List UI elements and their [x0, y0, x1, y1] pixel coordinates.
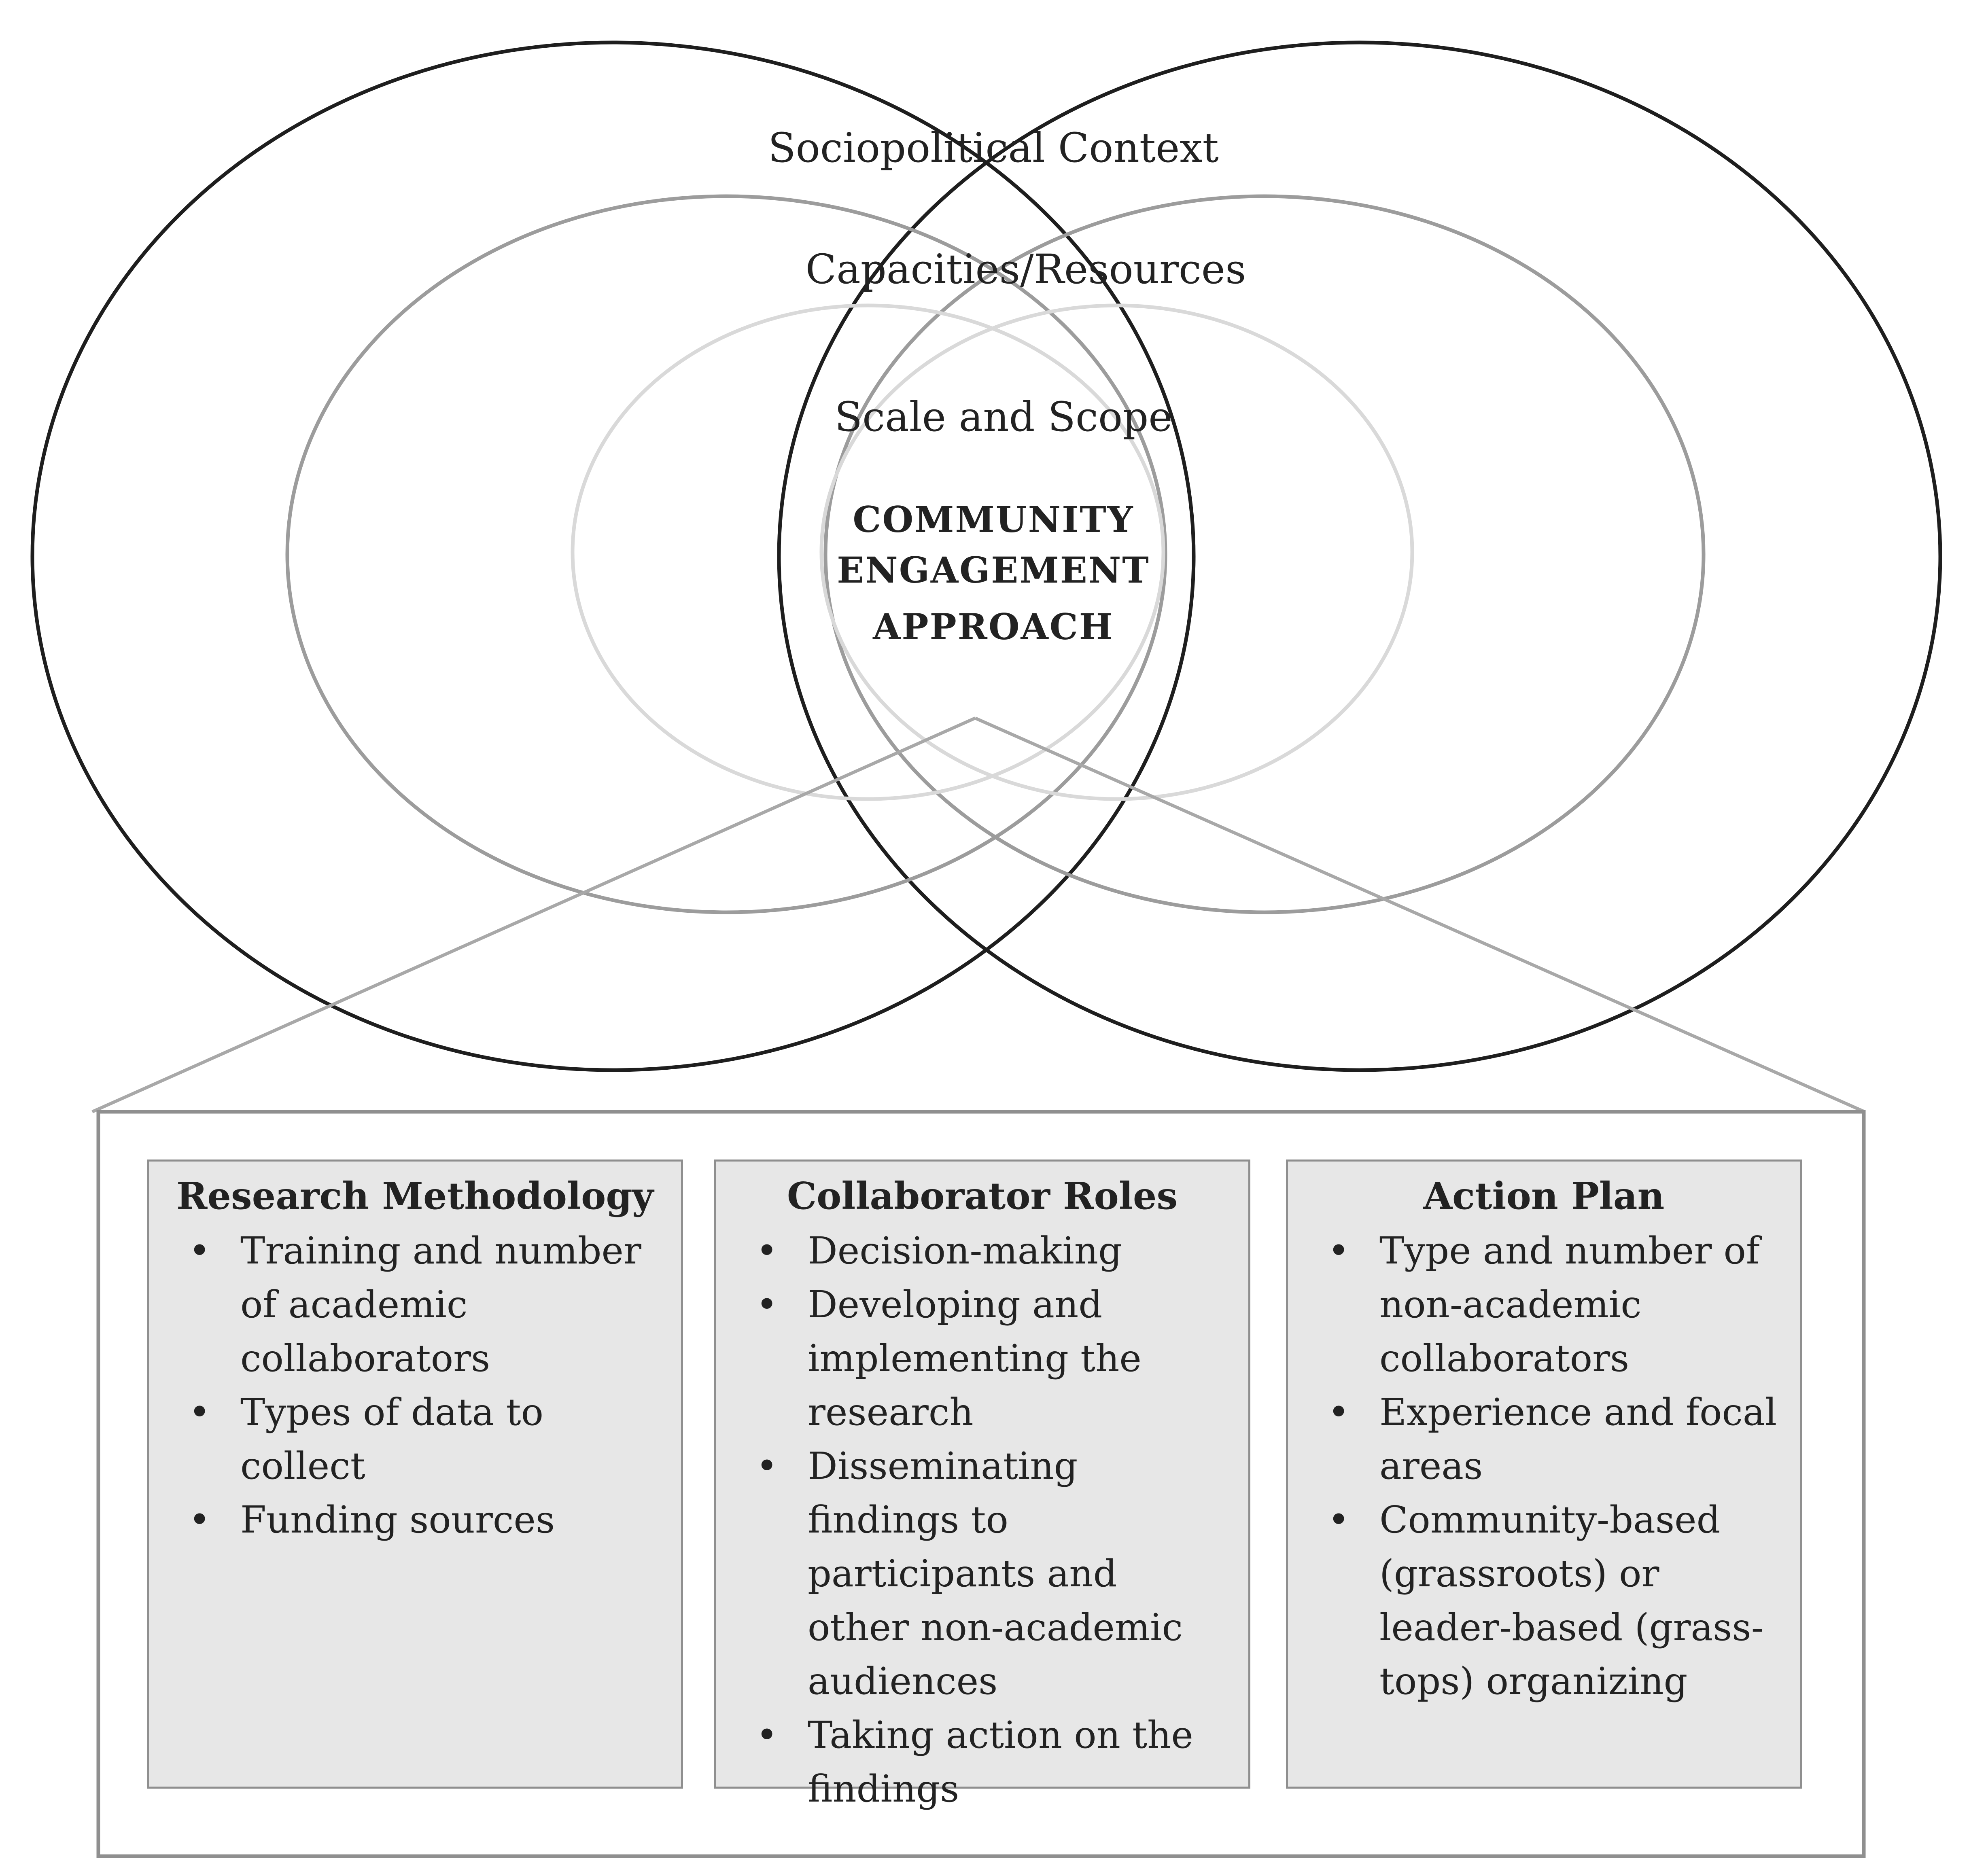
inner-ring-right [819, 303, 1414, 801]
list-item: • Training and number of academic collab… [165, 1224, 665, 1385]
panel-title: Collaborator Roles [787, 1174, 1178, 1218]
bullet-icon: • [189, 1229, 211, 1273]
panel-title: Research Methodology [176, 1174, 654, 1218]
panel-list: • Training and number of academic collab… [165, 1224, 665, 1547]
list-item: • Types of data to collect [165, 1385, 665, 1493]
connector-line-left [91, 716, 976, 1113]
item-line: collect [240, 1444, 365, 1488]
list-item: • Disseminating findings to participants… [732, 1439, 1232, 1708]
panel-list: • Type and number of non-academic collab… [1304, 1224, 1784, 1708]
item-line: tops) organizing [1379, 1660, 1688, 1703]
bullet-icon: • [1328, 1391, 1350, 1434]
list-item: • Community-based (grassroots) or leader… [1304, 1493, 1784, 1708]
item-line: other non-academic [808, 1606, 1183, 1649]
item-line: Disseminating [808, 1444, 1078, 1488]
bullet-icon: • [756, 1444, 778, 1488]
outer-ring-left [30, 40, 1196, 1072]
bullet-icon: • [189, 1498, 211, 1542]
item-line: findings [808, 1767, 959, 1811]
item-line: leader-based (grass- [1379, 1606, 1764, 1649]
item-line: Types of data to [240, 1391, 543, 1434]
list-item: • Developing and implementing the resear… [732, 1278, 1232, 1439]
label-inner-ring: Scale and Scope [835, 393, 1173, 441]
core-label-line-3: APPROACH [872, 606, 1114, 648]
panel-list: • Decision-making • Developing and imple… [732, 1224, 1232, 1816]
list-item: • Funding sources [165, 1493, 665, 1547]
panel-research-methodology: Research Methodology • Training and numb… [147, 1160, 683, 1789]
label-outer-ring: Sociopolitical Context [768, 124, 1219, 172]
label-middle-ring: Capacities/Resources [806, 246, 1246, 293]
item-line: non-academic [1379, 1283, 1642, 1327]
item-line: Funding sources [240, 1498, 555, 1542]
bullet-icon: • [1328, 1229, 1350, 1273]
item-line: areas [1379, 1444, 1483, 1488]
list-item: • Type and number of non-academic collab… [1304, 1224, 1784, 1385]
item-line: Community-based [1379, 1498, 1721, 1542]
inner-ring-left [571, 303, 1165, 801]
item-line: Developing and [808, 1283, 1103, 1327]
bullet-icon: • [756, 1283, 778, 1327]
outer-ring-right [777, 40, 1942, 1072]
list-item: • Taking action on the findings [732, 1708, 1232, 1816]
panel-title: Action Plan [1423, 1174, 1665, 1218]
middle-ring-right [823, 194, 1706, 914]
item-line: (grassroots) or [1379, 1552, 1659, 1596]
item-line: Experience and focal [1379, 1391, 1777, 1434]
list-item: • Experience and focal areas [1304, 1385, 1784, 1493]
panel-action-plan: Action Plan • Type and number of non-aca… [1286, 1160, 1802, 1789]
connector-line-right [974, 716, 1865, 1113]
item-line: of academic [240, 1283, 468, 1327]
item-line: Type and number of [1379, 1229, 1760, 1273]
bullet-icon: • [189, 1391, 211, 1434]
item-line: research [808, 1391, 974, 1434]
core-label-line-1: COMMUNITY [853, 498, 1134, 541]
core-label-line-2: ENGAGEMENT [837, 549, 1150, 591]
item-line: collaborators [1379, 1337, 1630, 1380]
item-line: audiences [808, 1660, 998, 1703]
item-line: implementing the [808, 1337, 1142, 1380]
item-line: findings to [808, 1498, 1008, 1542]
middle-ring-left [285, 194, 1167, 914]
item-line: Training and number [240, 1229, 641, 1273]
item-line: participants and [808, 1552, 1117, 1596]
item-line: Decision-making [808, 1229, 1122, 1273]
list-item: • Decision-making [732, 1224, 1232, 1278]
item-line: collaborators [240, 1337, 490, 1380]
bullet-icon: • [756, 1229, 778, 1273]
panel-collaborator-roles: Collaborator Roles • Decision-making • D… [714, 1160, 1250, 1810]
bullet-icon: • [1328, 1498, 1350, 1542]
bullet-icon: • [756, 1713, 778, 1757]
item-line: Taking action on the [808, 1713, 1193, 1757]
